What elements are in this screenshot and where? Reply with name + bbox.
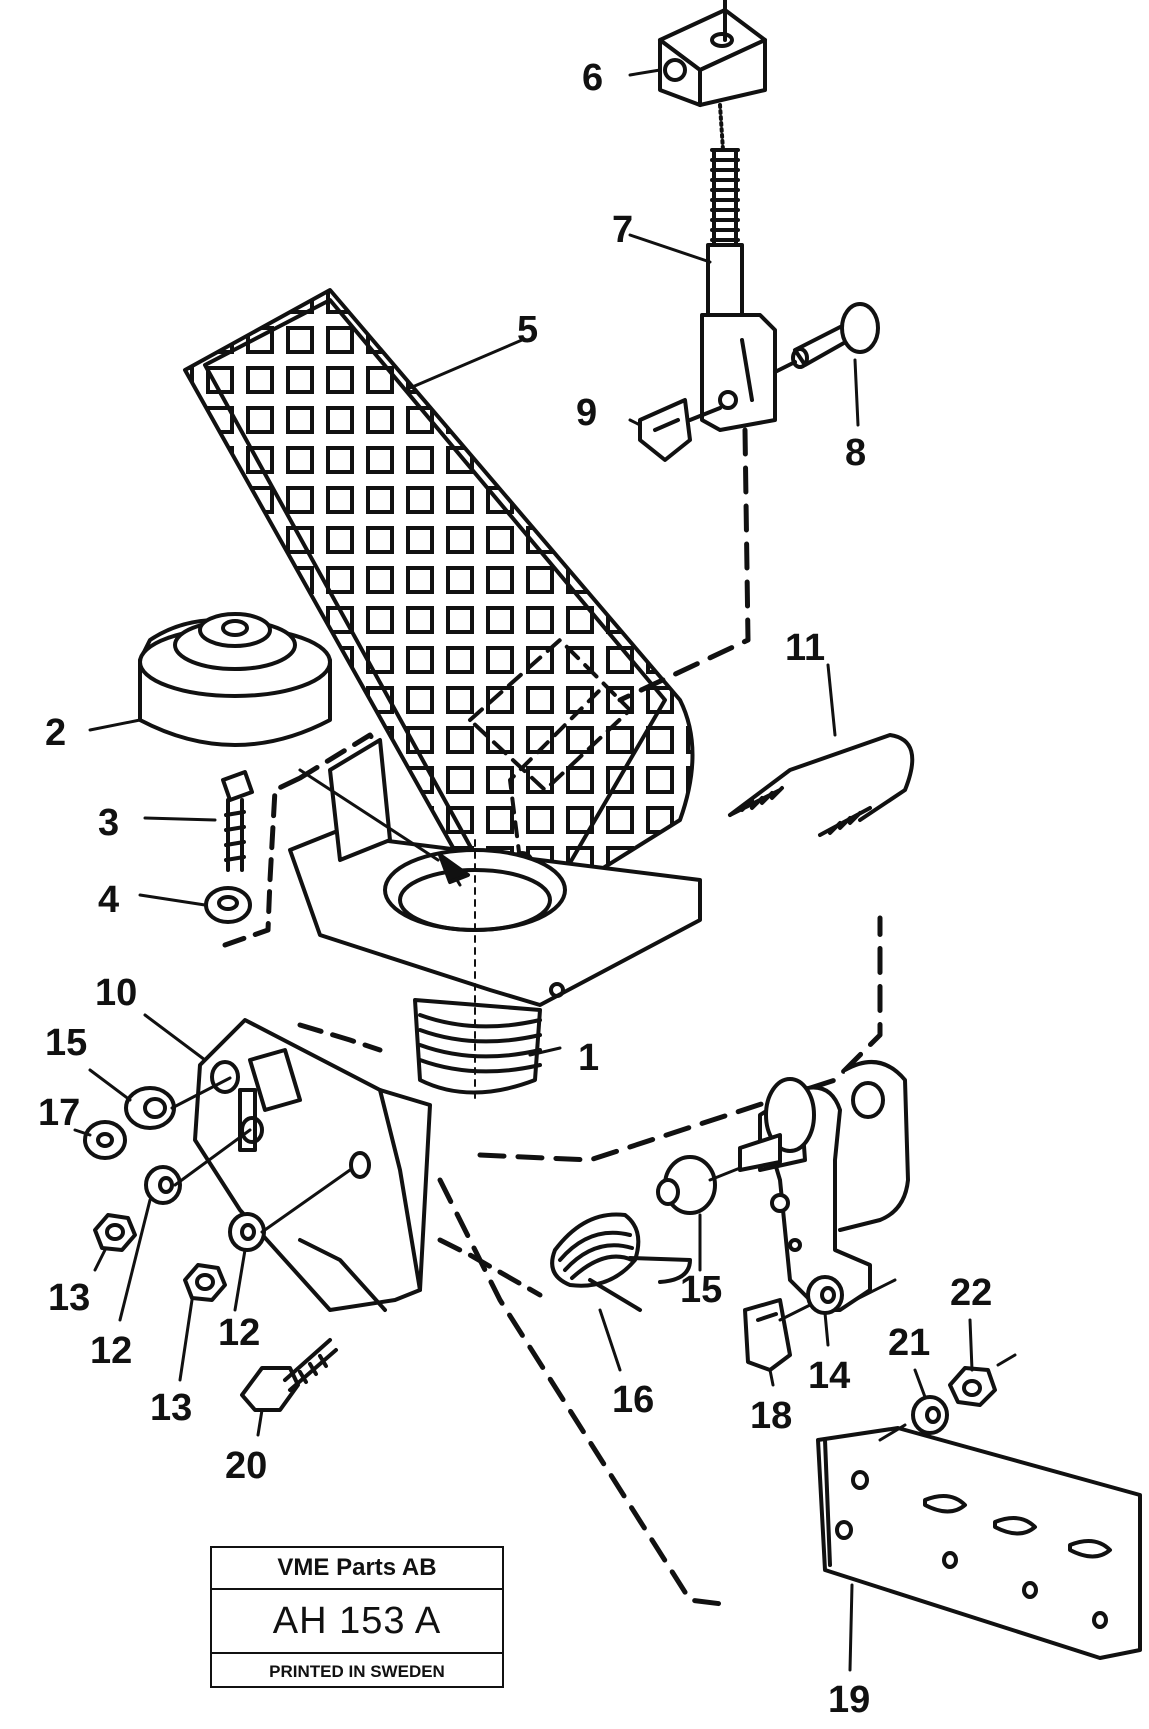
label-part-9: 9 [576,392,597,434]
threaded-rod-part [700,148,777,432]
leader-lines [73,68,974,1672]
stamp-printed: PRINTED IN SWEDEN [269,1662,445,1681]
lock-washer-part [83,1120,127,1160]
hex-nut-left-part [93,1213,137,1252]
label-part-15-right: 15 [680,1269,722,1311]
pedal-base-housing-part [288,738,702,1101]
return-spring-part [728,733,915,837]
bracket-bolt-part [240,1338,338,1412]
label-part-15-left: 15 [45,1022,87,1064]
hex-nut-part [204,886,252,924]
label-part-20: 20 [225,1445,267,1487]
stamp-code: AH 153 A [212,1590,502,1654]
label-part-19: 19 [828,1679,870,1721]
label-part-3: 3 [98,802,119,844]
label-part-5: 5 [517,309,538,351]
label-part-7: 7 [612,209,633,251]
hex-nut-lower-part [183,1263,227,1302]
plate-nut-part [948,1366,997,1407]
label-part-17: 17 [38,1092,80,1134]
hex-bolt-part [221,770,254,872]
label-part-13-left: 13 [48,1277,90,1319]
spring-clip-part [638,398,722,462]
label-part-12-left: 12 [90,1330,132,1372]
label-part-6: 6 [582,57,603,99]
label-part-13-lower: 13 [150,1387,192,1429]
flat-washer-part [144,1165,182,1205]
label-part-12-lower: 12 [218,1312,260,1354]
label-part-2: 2 [45,712,66,754]
plate-washer-part [911,1395,949,1435]
rubber-stop-part [138,612,332,747]
label-part-11: 11 [785,627,825,669]
label-part-22: 22 [950,1272,992,1314]
bushing-part [656,1155,717,1215]
lever-washer-part [806,1275,844,1315]
lever-clip-part [743,1298,812,1372]
torsion-spring-part [550,1212,692,1312]
label-part-14: 14 [808,1355,850,1397]
label-part-4: 4 [98,879,119,921]
label-part-16: 16 [612,1379,654,1421]
label-part-21: 21 [888,1322,930,1364]
mounting-bracket-part [193,1018,432,1312]
stamp-company: VME Parts AB [212,1548,502,1590]
part-number-labels: 6 7 5 9 8 11 2 3 4 10 1 15 17 13 12 12 1… [38,57,992,1721]
label-part-18: 18 [750,1395,792,1437]
mounting-plate-part [816,1426,1142,1660]
pivot-pin-part [773,302,880,374]
title-stamp: VME Parts AB AH 153 A PRINTED IN SWEDEN [210,1546,504,1688]
label-part-8: 8 [845,432,866,474]
label-part-10: 10 [95,972,137,1014]
flat-washer-lower-part [228,1212,266,1252]
washer-part [124,1086,176,1130]
cable-clamp-block-part [658,0,767,152]
throttle-lever-part [708,1060,910,1312]
label-part-1: 1 [578,1037,599,1079]
pedal-plate-part [183,288,695,899]
